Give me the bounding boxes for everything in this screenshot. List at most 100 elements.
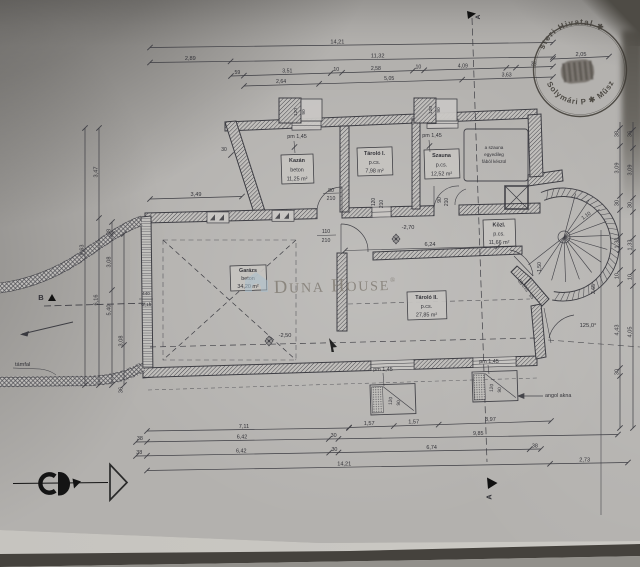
svg-text:210: 210 xyxy=(327,196,336,202)
svg-text:beton: beton xyxy=(290,167,304,173)
svg-text:125,0°: 125,0° xyxy=(580,323,597,329)
svg-text:120: 120 xyxy=(293,108,299,116)
svg-text:80: 80 xyxy=(328,188,334,194)
svg-text:14,21: 14,21 xyxy=(330,39,344,45)
svg-text:30: 30 xyxy=(628,202,634,208)
svg-text:2,89: 2,89 xyxy=(185,56,196,62)
svg-text:12,52 m²: 12,52 m² xyxy=(431,172,452,178)
svg-text:Solymári P ✱ Műszaki ir: Solymári P ✱ Műszaki ir xyxy=(0,0,616,106)
svg-text:Közl.: Közl. xyxy=(493,223,506,229)
svg-text:30: 30 xyxy=(331,447,337,453)
svg-text:pm 1,45: pm 1,45 xyxy=(479,359,498,365)
svg-text:1,33: 1,33 xyxy=(628,240,634,251)
svg-text:55: 55 xyxy=(528,291,536,299)
svg-text:440: 440 xyxy=(142,291,150,296)
svg-text:5,05: 5,05 xyxy=(384,76,394,82)
svg-text:210: 210 xyxy=(379,200,385,209)
svg-text:2,65: 2,65 xyxy=(591,284,597,294)
svg-text:30: 30 xyxy=(221,147,227,153)
svg-text:6,74: 6,74 xyxy=(426,445,437,451)
svg-text:120: 120 xyxy=(489,383,495,392)
svg-text:p.cs.: p.cs. xyxy=(369,160,380,166)
svg-text:p.cs.: p.cs. xyxy=(421,304,432,310)
svg-text:6,16: 6,16 xyxy=(94,295,100,306)
svg-text:90: 90 xyxy=(396,400,402,406)
svg-text:90: 90 xyxy=(301,109,307,115)
svg-text:9,85: 9,85 xyxy=(473,431,484,437)
svg-text:120: 120 xyxy=(388,396,394,405)
svg-text:2,58: 2,58 xyxy=(371,66,381,72)
svg-text:30: 30 xyxy=(615,200,621,206)
svg-text:a szauna: a szauna xyxy=(485,145,504,150)
svg-text:4,09: 4,09 xyxy=(458,63,468,69)
svg-text:120: 120 xyxy=(371,198,377,207)
svg-text:-2,18: -2,18 xyxy=(141,302,152,307)
svg-text:11,66 m²: 11,66 m² xyxy=(489,240,510,246)
svg-text:p.cs.: p.cs. xyxy=(493,231,504,237)
svg-text:38: 38 xyxy=(532,443,538,449)
svg-text:90: 90 xyxy=(437,197,443,203)
svg-text:p.cs.: p.cs. xyxy=(436,162,447,168)
svg-text:59: 59 xyxy=(235,70,241,76)
svg-text:2,73: 2,73 xyxy=(579,457,590,463)
svg-text:3,09: 3,09 xyxy=(615,163,621,174)
svg-text:38: 38 xyxy=(615,131,621,137)
svg-text:7,98 m²: 7,98 m² xyxy=(365,169,383,175)
svg-text:210: 210 xyxy=(444,198,450,207)
svg-text:36: 36 xyxy=(628,131,634,137)
svg-text:1,57: 1,57 xyxy=(364,421,375,427)
svg-text:4,05: 4,05 xyxy=(628,327,634,338)
svg-text:angol akna: angol akna xyxy=(545,393,571,399)
svg-text:9,63: 9,63 xyxy=(80,245,86,256)
svg-text:támfal: támfal xyxy=(15,362,30,368)
svg-text:36: 36 xyxy=(119,387,125,393)
svg-text:4,43: 4,43 xyxy=(615,325,621,336)
svg-text:10: 10 xyxy=(333,67,339,73)
svg-text:Tároló I.: Tároló I. xyxy=(364,151,385,157)
svg-text:Kazán: Kazán xyxy=(289,158,305,164)
svg-text:3,63: 3,63 xyxy=(502,73,512,79)
svg-text:30: 30 xyxy=(331,433,337,439)
svg-text:3,47: 3,47 xyxy=(94,167,100,178)
svg-text:10: 10 xyxy=(416,65,422,71)
svg-text:A: A xyxy=(485,494,494,499)
svg-text:6,24: 6,24 xyxy=(425,242,436,248)
svg-text:11,25 m²: 11,25 m² xyxy=(287,177,308,183)
svg-text:3,09: 3,09 xyxy=(628,165,634,176)
svg-text:10: 10 xyxy=(628,274,634,280)
svg-text:80: 80 xyxy=(517,277,525,285)
svg-text:27,85 m²: 27,85 m² xyxy=(416,313,437,319)
svg-text:egyedileg: egyedileg xyxy=(484,152,504,157)
svg-text:38: 38 xyxy=(136,450,142,456)
svg-text:pm 1,45: pm 1,45 xyxy=(422,133,441,139)
svg-text:fából készül: fából készül xyxy=(482,159,506,164)
svg-text:-2,70: -2,70 xyxy=(402,225,415,231)
svg-text:Szauna: Szauna xyxy=(432,153,452,159)
svg-text:1,57: 1,57 xyxy=(408,420,419,426)
svg-text:pm 1,45: pm 1,45 xyxy=(373,367,392,373)
svg-text:7,11: 7,11 xyxy=(239,424,249,430)
svg-text:1,50: 1,50 xyxy=(537,262,543,272)
svg-text:3,49: 3,49 xyxy=(191,192,202,198)
svg-text:6,42: 6,42 xyxy=(237,435,248,441)
svg-text:3,08: 3,08 xyxy=(119,336,125,347)
svg-text:pm 1,45: pm 1,45 xyxy=(287,134,306,140)
svg-text:1,33: 1,33 xyxy=(615,238,621,249)
svg-text:210: 210 xyxy=(521,282,531,292)
svg-text:-2,50: -2,50 xyxy=(279,333,292,339)
svg-text:90: 90 xyxy=(436,107,442,113)
svg-text:5,40: 5,40 xyxy=(107,305,113,316)
svg-text:B: B xyxy=(38,293,44,302)
svg-text:14,21: 14,21 xyxy=(337,461,351,467)
svg-text:steri Hivatal ✱: steri Hivatal ✱ xyxy=(537,18,606,51)
svg-text:3,51: 3,51 xyxy=(282,69,292,75)
svg-text:30: 30 xyxy=(615,369,621,375)
svg-text:3,08: 3,08 xyxy=(107,257,113,268)
svg-text:210: 210 xyxy=(322,238,331,244)
svg-text:11,32: 11,32 xyxy=(371,54,385,60)
svg-text:120: 120 xyxy=(428,106,434,114)
svg-text:38: 38 xyxy=(137,436,143,442)
svg-text:38: 38 xyxy=(107,229,113,235)
svg-text:Garázs: Garázs xyxy=(239,268,257,274)
svg-text:90: 90 xyxy=(497,387,503,393)
